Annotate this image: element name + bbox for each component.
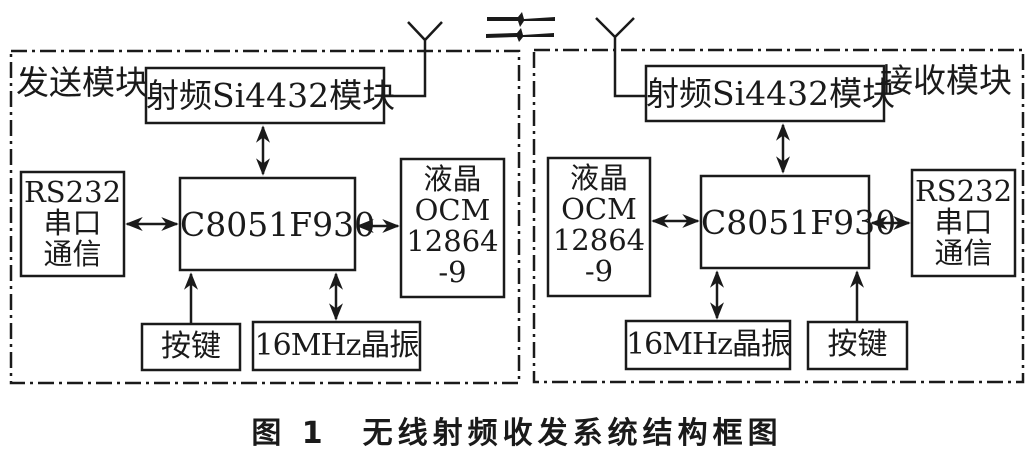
rx-serial-line-1: RS232 — [914, 174, 1013, 208]
figure-caption: 图 1 无线射频收发系统结构框图 — [251, 416, 783, 451]
transmitter-title: 发送模块 — [16, 63, 148, 102]
tx-mcu-box — [178, 176, 357, 272]
rx-rf-module-label: 射频Si4432模块 — [646, 74, 896, 113]
tx-serial-line-3: 通信 — [43, 237, 102, 271]
tx-lcd-box — [399, 157, 506, 299]
rx-serial-line-3: 通信 — [934, 236, 993, 270]
tx-serial-line-2: 串口 — [43, 206, 102, 240]
rx-lcd-box — [546, 156, 652, 298]
tx-keys-box — [140, 322, 242, 372]
tx-serial-label: RS232 串口 通信 — [21, 177, 124, 270]
tx-lcd-line-2: OCM — [414, 193, 491, 227]
tx-keys-label: 按键 — [161, 329, 221, 364]
tx-rf-module-box — [144, 66, 386, 125]
rx-crystal-box — [624, 319, 792, 371]
transmitter-module-boundary — [9, 49, 521, 385]
rx-serial-label: RS232 串口 通信 — [912, 176, 1015, 269]
rx-mcu-label: C8051F930 — [701, 203, 897, 242]
rx-rf-module-box — [644, 64, 886, 123]
tx-lcd-line-3: 12864 — [406, 224, 499, 258]
rx-lcd-label: 液晶 OCM 12864 -9 — [548, 163, 650, 287]
tx-mcu-label: C8051F930 — [180, 205, 376, 244]
tx-crystal-box — [251, 320, 422, 372]
rx-serial-box — [910, 168, 1017, 278]
rx-crystal-label: 16MHz晶振 — [626, 327, 791, 362]
rx-serial-line-2: 串口 — [934, 205, 993, 239]
rx-mcu-box — [699, 174, 871, 270]
transmitter-antenna-icon — [384, 21, 443, 98]
tx-rf-module-label: 射频Si4432模块 — [146, 76, 396, 115]
rx-lcd-line-1: 液晶 — [569, 161, 628, 195]
rx-lcd-line-2: OCM — [561, 192, 637, 226]
rx-keys-label: 按键 — [827, 327, 888, 362]
receiver-antenna-icon — [595, 17, 646, 98]
wireless-link-icon — [486, 12, 555, 42]
tx-lcd-label: 液晶 OCM 12864 -9 — [401, 164, 504, 288]
rx-lcd-line-3: 12864 — [552, 223, 646, 257]
tx-serial-line-1: RS232 — [23, 175, 122, 209]
tx-serial-box — [19, 170, 126, 278]
tx-lcd-line-4: -9 — [438, 255, 467, 289]
tx-lcd-line-1: 液晶 — [423, 162, 482, 196]
receiver-title: 接收模块 — [880, 61, 1012, 100]
receiver-module-boundary — [532, 48, 1025, 384]
rx-lcd-line-4: -9 — [584, 254, 614, 288]
tx-crystal-label: 16MHz晶振 — [254, 328, 420, 363]
rx-keys-box — [806, 320, 909, 371]
